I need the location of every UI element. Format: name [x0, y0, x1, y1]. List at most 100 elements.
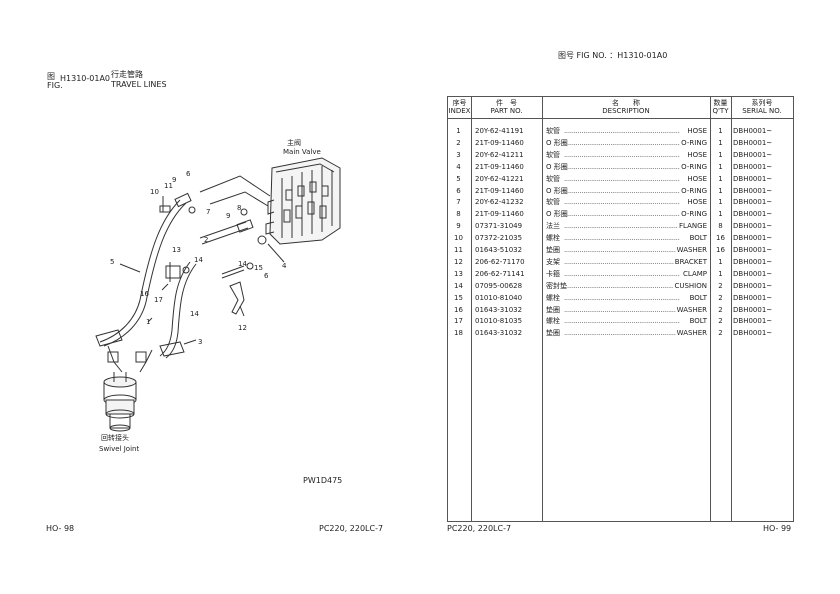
callout-1: 1: [146, 318, 150, 326]
right-page-number: HO- 99: [763, 524, 792, 533]
row-leader-dots: ........................................…: [564, 174, 680, 183]
row-name-cn: 软管: [546, 198, 560, 207]
row-leader-dots: ........................................…: [564, 281, 680, 290]
row-name-cn: 螺栓: [546, 234, 560, 243]
row-leader-dots: ........................................…: [564, 162, 680, 171]
row-serial: DBH0001~: [733, 246, 773, 254]
row-name-cn: 螺栓: [546, 317, 560, 326]
row-leader-dots: ........................................…: [564, 246, 680, 254]
row-serial: DBH0001~: [733, 186, 773, 195]
row-qty: 16: [716, 234, 725, 243]
callout-3: 3: [198, 338, 202, 346]
row-name-en: O-RING: [680, 184, 707, 197]
row-qty: 1: [718, 138, 723, 147]
row-index: 10: [454, 234, 463, 243]
row-leader-dots: ........................................…: [564, 210, 680, 219]
callout-17: 16: [140, 290, 149, 298]
main-valve-label-en: Main Valve: [283, 148, 321, 156]
callout-6a: 6: [186, 170, 191, 178]
row-part-no: 21T-09-11460: [475, 138, 524, 147]
figure-title-cn: 行走管路: [111, 70, 143, 79]
table-row: 14 07095-00628 密封垫........................…: [448, 279, 793, 292]
row-leader-dots: ........................................…: [564, 198, 680, 207]
row-name-cn: 垫圈: [546, 329, 560, 338]
figure-heading: 图 FIG.: [47, 72, 63, 90]
row-serial: DBH0001~: [733, 329, 773, 338]
row-name-cn: 密封垫: [546, 281, 567, 290]
swivel-joint: [103, 372, 137, 432]
row-name-cn: O 形圈: [546, 162, 568, 171]
row-qty: 1: [718, 150, 723, 159]
callout-12: 12: [238, 324, 247, 332]
row-name-en: WASHER: [675, 303, 707, 316]
callout-numbers: 主阀 Main Valve 回转接头 Swivel Joint 10 11 9 …: [99, 138, 321, 453]
row-part-no: 20Y-62-41211: [475, 150, 524, 159]
row-part-no: 07095-00628: [475, 281, 523, 290]
row-index: 6: [456, 186, 461, 195]
row-qty: 8: [718, 222, 723, 231]
callout-9a: 9: [172, 176, 176, 184]
callout-13: 13: [172, 246, 181, 254]
row-part-no: 01643-31032: [475, 305, 523, 314]
row-serial: DBH0001~: [733, 222, 773, 231]
swivel-joint-label-en: Swivel Joint: [99, 445, 139, 453]
row-name-en: HOSE: [686, 125, 707, 137]
left-page-model: PC220, 220LC-7: [319, 524, 384, 533]
row-qty: 1: [718, 127, 723, 135]
row-part-no: 01010-81035: [475, 317, 523, 326]
row-serial: DBH0001~: [733, 234, 773, 243]
fig-number: H1310-01A0: [60, 74, 111, 83]
row-name-en: BOLT: [688, 291, 707, 304]
row-qty: 1: [718, 269, 723, 278]
row-name-cn: 软管: [546, 174, 560, 183]
row-leader-dots: ........................................…: [564, 329, 680, 338]
row-index: 14: [454, 281, 463, 290]
row-name-cn: 软管: [546, 127, 560, 135]
fig-label-en: FIG.: [47, 81, 63, 90]
main-valve-label-cn: 主阀: [287, 138, 301, 147]
callout-6b: 6: [264, 272, 269, 280]
row-index: 17: [454, 317, 463, 326]
row-qty: 2: [718, 317, 723, 326]
row-part-no: 20Y-62-41232: [475, 198, 524, 207]
row-index: 16: [454, 305, 463, 314]
right-page-model: PC220, 220LC-7: [447, 524, 512, 533]
row-serial: DBH0001~: [733, 269, 773, 278]
callout-5: 5: [110, 258, 114, 266]
row-name-en: WASHER: [675, 327, 707, 340]
row-name-cn: 垫圈: [546, 246, 560, 254]
callout-14b: 14: [190, 310, 199, 318]
row-qty: 2: [718, 305, 723, 314]
row-index: 18: [454, 329, 463, 338]
row-serial: DBH0001~: [733, 198, 773, 207]
row-serial: DBH0001~: [733, 281, 773, 290]
row-name-en: BOLT: [688, 315, 707, 328]
row-serial: DBH0001~: [733, 127, 773, 135]
row-index: 13: [454, 269, 463, 278]
row-name-en: FLANGE: [678, 220, 707, 233]
row-part-no: 07371-31049: [475, 222, 523, 231]
row-qty: 16: [716, 246, 725, 254]
callout-9b: 9: [226, 212, 230, 220]
fig-label-cn: 图: [47, 72, 55, 81]
row-qty: 1: [718, 162, 723, 171]
row-name-cn: 法兰: [546, 222, 560, 231]
row-name-en: O-RING: [680, 208, 707, 221]
callout-14a: 14: [194, 256, 203, 264]
callout-4: 4: [282, 262, 287, 270]
row-qty: 2: [718, 281, 723, 290]
row-name-cn: O 形圈: [546, 210, 568, 219]
row-serial: DBH0001~: [733, 174, 773, 183]
